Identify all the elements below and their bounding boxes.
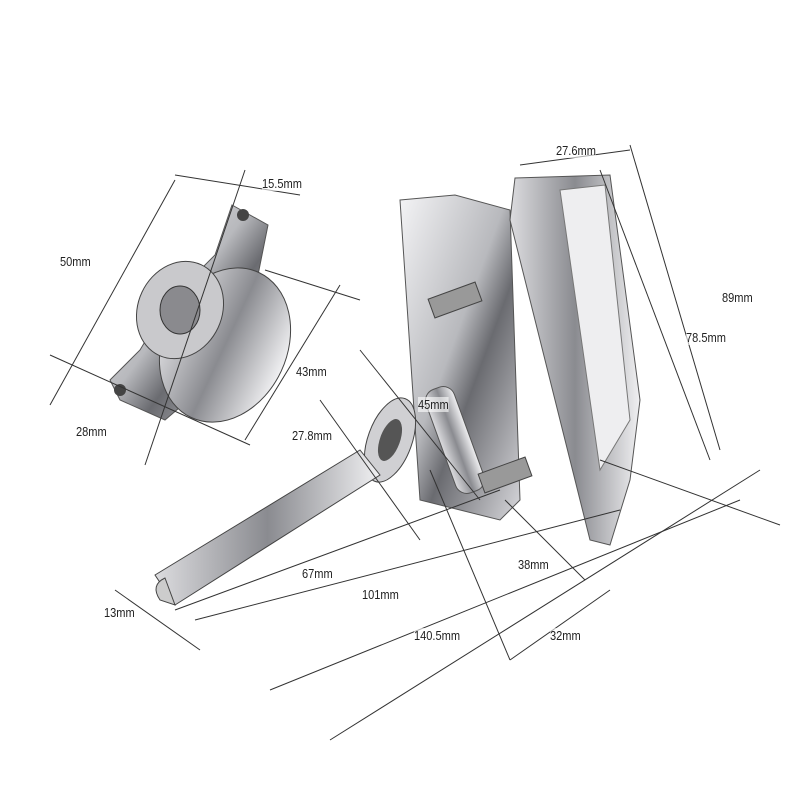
dimension-label: 45mm [418, 397, 449, 412]
dimension-label: 28mm [76, 424, 107, 439]
dimension-label: 15.5mm [262, 176, 302, 191]
dimension-label: 27.6mm [556, 143, 596, 158]
dimension-label: 78.5mm [686, 330, 726, 345]
dimension-label: 43mm [296, 364, 327, 379]
dimension-label: 32mm [550, 628, 581, 643]
dimension-label: 89mm [722, 290, 753, 305]
dimension-label: 67mm [302, 566, 333, 581]
dimension-label: 27.8mm [292, 428, 332, 443]
threaded-spindle [154, 449, 381, 606]
dimension-label: 140.5mm [414, 628, 461, 643]
dimension-label: 101mm [362, 587, 399, 602]
dimension-label: 13mm [104, 605, 135, 620]
dimension-label: 38mm [518, 557, 549, 572]
mounting-bracket [109, 204, 292, 423]
t-handle-assembly [363, 174, 641, 546]
dimension-label: 50mm [60, 254, 91, 269]
dimension-lines [49, 144, 781, 741]
